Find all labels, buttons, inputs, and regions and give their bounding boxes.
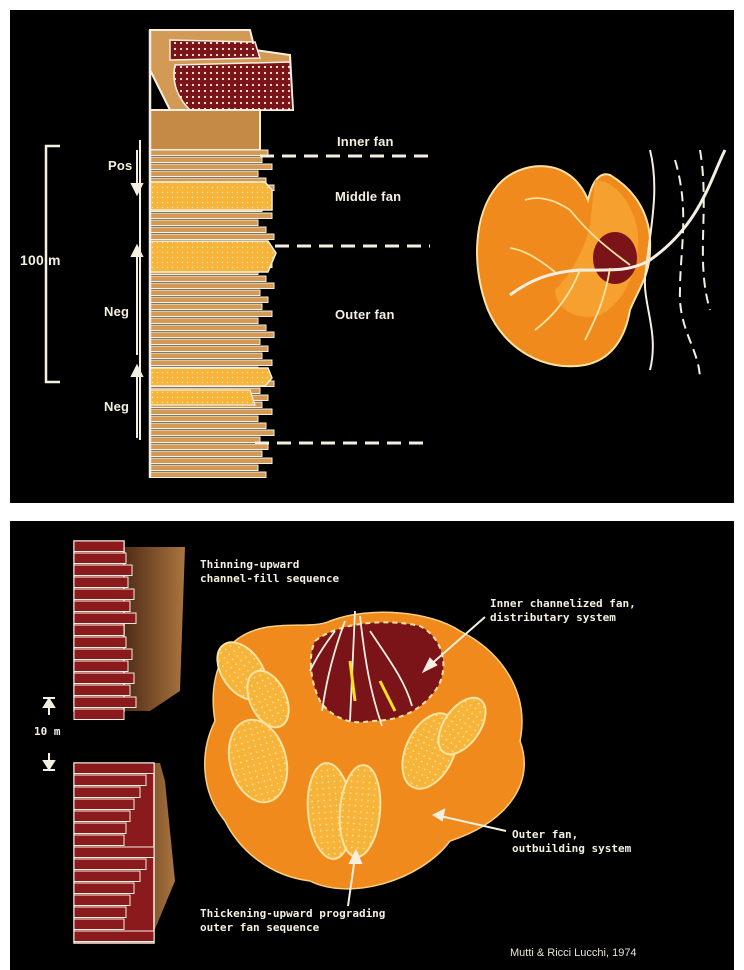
bed-layer bbox=[74, 625, 124, 636]
lower-column bbox=[74, 763, 175, 943]
bed-layer bbox=[74, 601, 130, 612]
zone-label-outer-fan: Outer fan bbox=[335, 307, 395, 322]
bed-layer bbox=[74, 577, 128, 588]
bed-layer bbox=[150, 325, 266, 331]
bed-layer bbox=[150, 430, 274, 436]
bed-layer bbox=[150, 346, 268, 352]
scale-label: 100 m bbox=[20, 252, 61, 268]
bed-layer bbox=[150, 171, 258, 177]
bed-layer bbox=[150, 311, 272, 317]
bed-layer bbox=[74, 589, 134, 600]
bed-layer bbox=[74, 553, 126, 564]
bed-layer bbox=[74, 919, 124, 930]
bed-layer bbox=[74, 799, 134, 810]
outer-fan-label-line1: Outer fan, bbox=[512, 828, 631, 842]
bed-layer bbox=[74, 895, 130, 906]
zone-label-inner-fan: Inner fan bbox=[337, 134, 394, 149]
bed-layer bbox=[150, 213, 272, 219]
bed-layer bbox=[74, 565, 132, 576]
bed-layer bbox=[150, 353, 262, 359]
bed-layer bbox=[150, 465, 258, 471]
prograding-label-line1: Thickening-upward prograding bbox=[200, 907, 385, 921]
citation: Mutti & Ricci Lucchi, 1974 bbox=[510, 947, 637, 959]
scale-label-10m: 10 m bbox=[34, 725, 61, 739]
prograding-label-line2: outer fan sequence bbox=[200, 921, 385, 935]
top-panel: 100 m Pos Neg Neg Inner fan Middle fan O… bbox=[10, 10, 734, 503]
channel-fill-label-line2: channel-fill sequence bbox=[200, 572, 339, 586]
bed-layer bbox=[150, 164, 272, 170]
outer-fan-label-line2: outbuilding system bbox=[512, 842, 631, 856]
trend-label-pos: Pos bbox=[108, 158, 132, 173]
fan-plan-view bbox=[477, 150, 725, 380]
bed-layer bbox=[74, 871, 140, 882]
fan-body bbox=[205, 611, 524, 889]
prograding-label: Thickening-upward prograding outer fan s… bbox=[200, 907, 385, 935]
bed-layer bbox=[74, 907, 126, 918]
bed-layer bbox=[74, 541, 124, 552]
bed-layer bbox=[150, 458, 272, 464]
bed-layer bbox=[150, 437, 260, 443]
trend-label-neg-upper: Neg bbox=[104, 304, 129, 319]
bed-layer bbox=[74, 931, 154, 942]
bed-layer bbox=[150, 451, 262, 457]
upper-column bbox=[74, 541, 185, 720]
bed-layer bbox=[74, 883, 134, 894]
outer-fan-label: Outer fan, outbuilding system bbox=[512, 828, 631, 856]
bed-layer bbox=[150, 283, 274, 289]
bed-layer bbox=[150, 318, 258, 324]
bed-layer bbox=[74, 763, 154, 774]
bed-layer bbox=[150, 227, 266, 233]
channel-fill-label: Thinning-upward channel-fill sequence bbox=[200, 558, 339, 586]
bed-layer bbox=[74, 775, 146, 786]
inner-fan-label-line2: distributary system bbox=[490, 611, 636, 625]
bed-layer bbox=[150, 234, 274, 240]
bottom-panel: Thinning-upward channel-fill sequence In… bbox=[10, 521, 734, 970]
bed-layer bbox=[150, 332, 274, 338]
bottom-diagram bbox=[10, 521, 734, 970]
bed-layer bbox=[74, 661, 128, 672]
bed-layer bbox=[74, 637, 126, 648]
bed-layer bbox=[74, 649, 132, 660]
inner-fan-label: Inner channelized fan, distributary syst… bbox=[490, 597, 636, 625]
bed-layer bbox=[150, 416, 258, 422]
bed-layer bbox=[150, 360, 272, 366]
bed-layer bbox=[150, 472, 266, 478]
inner-fan-label-line1: Inner channelized fan, bbox=[490, 597, 636, 611]
bed-layer bbox=[74, 859, 146, 870]
bed-layer bbox=[150, 339, 260, 345]
stratigraphic-column bbox=[140, 30, 293, 478]
bed-layer bbox=[150, 150, 268, 156]
bed-layer bbox=[74, 811, 130, 822]
trend-label-neg-lower: Neg bbox=[104, 399, 129, 414]
bed-layer bbox=[150, 409, 272, 415]
bed-layer bbox=[150, 276, 266, 282]
bed-layer bbox=[150, 290, 260, 296]
top-diagram bbox=[10, 10, 734, 503]
bed-layer bbox=[74, 835, 124, 846]
bed-layer bbox=[150, 157, 262, 163]
bed-layer bbox=[74, 613, 136, 624]
bed-layer bbox=[74, 685, 130, 696]
bed-layer bbox=[74, 787, 140, 798]
bed-layer bbox=[74, 823, 126, 834]
bed-layer bbox=[150, 304, 262, 310]
bed-layer bbox=[150, 297, 268, 303]
channel-fill-label-line1: Thinning-upward bbox=[200, 558, 339, 572]
bed-layer bbox=[74, 709, 124, 720]
zone-label-middle-fan: Middle fan bbox=[335, 189, 401, 204]
bed-layer bbox=[74, 697, 136, 708]
bed-layer bbox=[74, 847, 154, 858]
bed-layer bbox=[150, 220, 258, 226]
bed-layer bbox=[74, 673, 134, 684]
bed-layer bbox=[150, 444, 268, 450]
bed-layer bbox=[150, 423, 266, 429]
